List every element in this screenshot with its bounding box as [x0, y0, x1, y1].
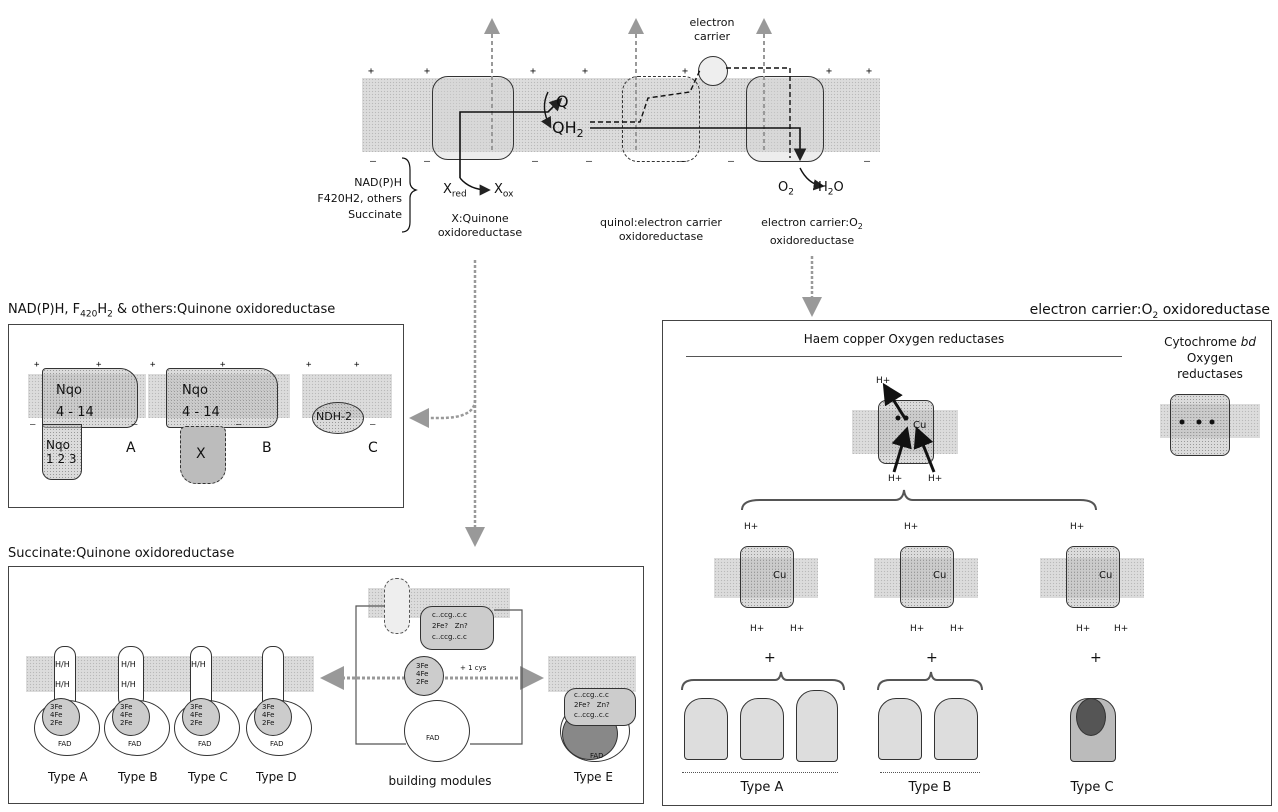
subunit-b1: [878, 698, 922, 760]
plus-label: +: [1090, 650, 1102, 666]
hplus-label: H+: [910, 624, 924, 634]
type-a-divider: [682, 772, 838, 773]
hplus-label: H+: [950, 624, 964, 634]
hplus-label: H+: [1070, 522, 1084, 532]
subunit-a1: [684, 698, 728, 760]
o2-type-a: Type A: [741, 780, 784, 795]
plus-label: +: [926, 650, 938, 666]
hplus-label: H+: [790, 624, 804, 634]
subunit-b2: [934, 698, 978, 760]
hplus-label: H+: [744, 522, 758, 532]
cu-label: Cu: [1099, 570, 1112, 581]
o2-type-c: Type C: [1070, 780, 1113, 795]
subunit-a2: [740, 698, 784, 760]
hplus-label: H+: [1114, 624, 1128, 634]
subunit-a3: [796, 690, 838, 762]
hplus-label: H+: [904, 522, 918, 532]
cu-label: Cu: [933, 570, 946, 581]
type-b-divider: [880, 772, 980, 773]
subunit-c2: [1076, 698, 1106, 736]
hplus-label: H+: [750, 624, 764, 634]
plus-label: +: [764, 650, 776, 666]
cu-label: Cu: [773, 570, 786, 581]
o2-type-b: Type B: [909, 780, 952, 795]
hplus-label: H+: [1076, 624, 1090, 634]
